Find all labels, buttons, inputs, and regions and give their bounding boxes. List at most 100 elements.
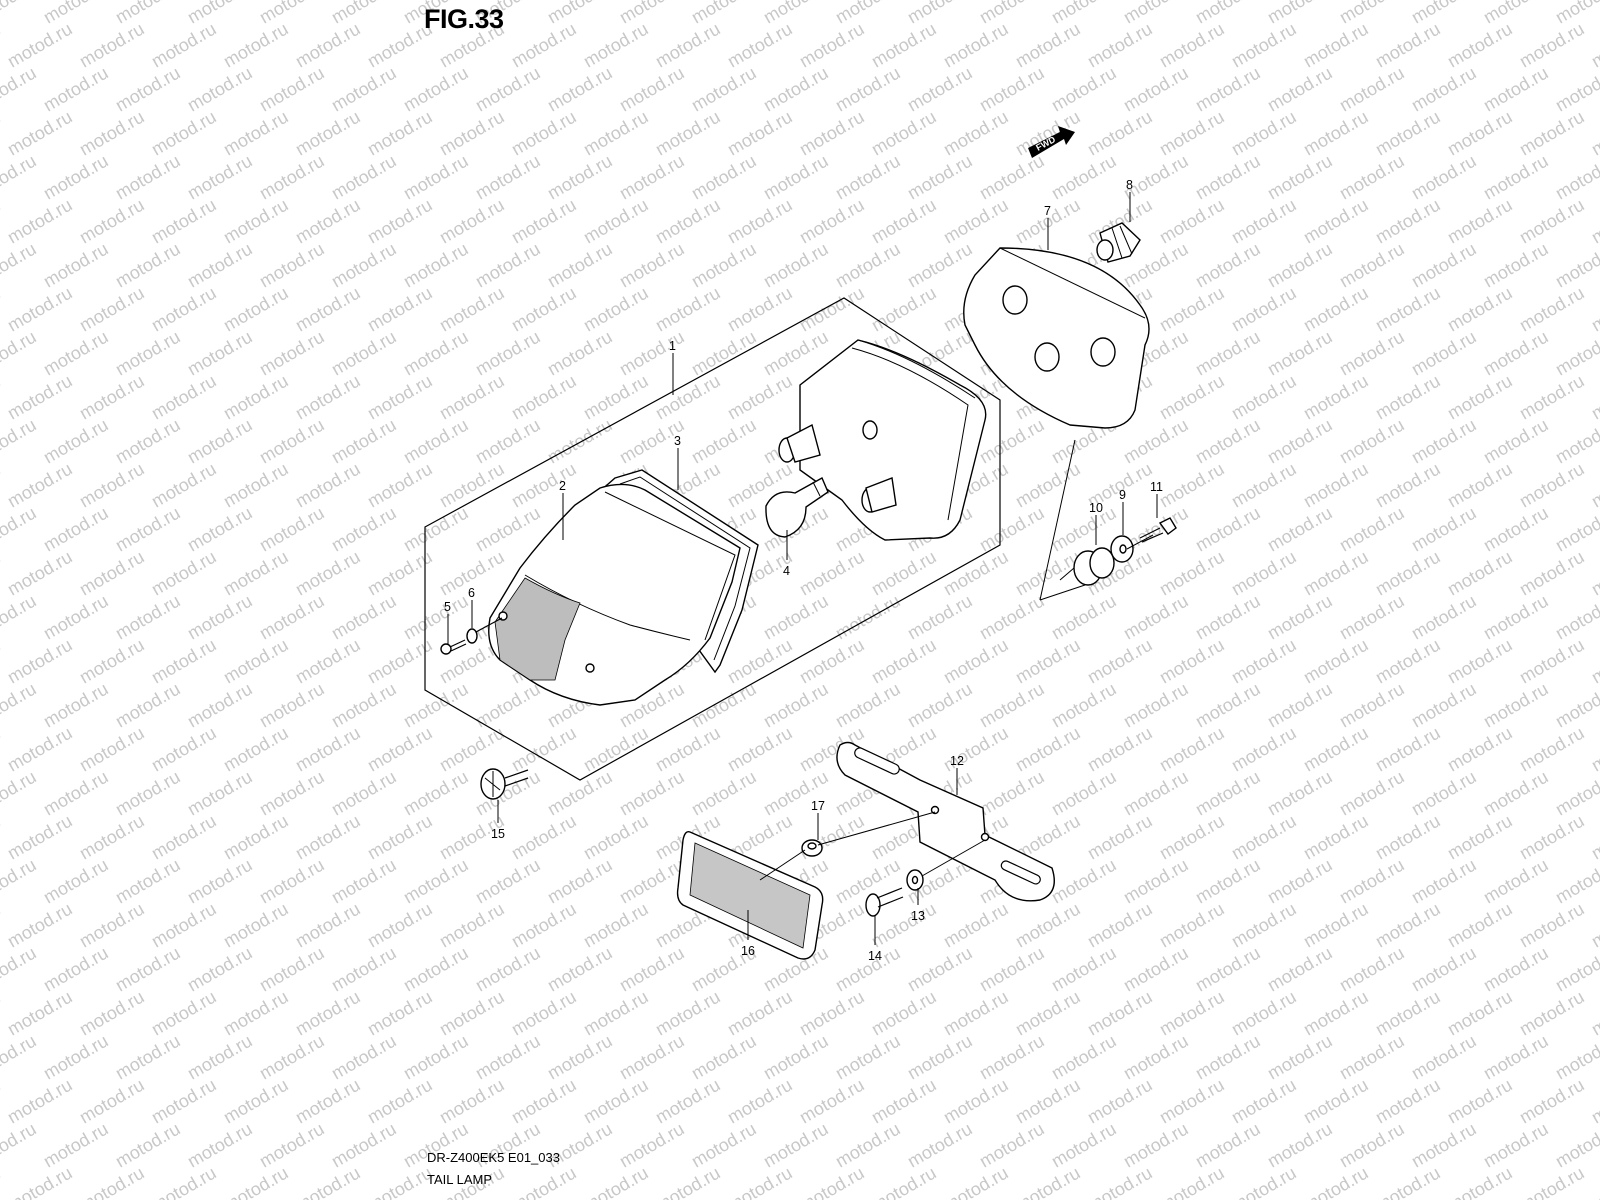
watermark-text: motod.ru [328,591,400,644]
nut-17 [801,839,823,857]
watermark-text: motod.ru [436,459,508,512]
watermark-text: motod.ru [724,723,796,776]
watermark-text: motod.ru [508,283,580,336]
watermark-text: motod.ru [1408,503,1480,556]
watermark-text: motod.ru [184,503,256,556]
watermark-text: motod.ru [1516,635,1588,688]
watermark-text: motod.ru [1120,679,1192,732]
watermark-text: motod.ru [1480,943,1552,996]
reflector [676,830,824,960]
watermark-text: motod.ru [1300,899,1372,952]
watermark-text: motod.ru [148,899,220,952]
watermark-text: motod.ru [508,107,580,160]
watermark-text: motod.ru [4,547,76,600]
watermark-text: motod.ru [400,767,472,820]
watermark-text: motod.ru [508,1075,580,1128]
watermark-text: motod.ru [976,63,1048,116]
watermark-text: motod.ru [0,195,4,248]
watermark-text: motod.ru [40,1031,112,1084]
watermark-text: motod.ru [220,899,292,952]
watermark-text: motod.ru [328,767,400,820]
callout-14: 14 [868,949,882,963]
watermark-text: motod.ru [1516,1075,1588,1128]
watermark-text: motod.ru [580,987,652,1040]
watermark-text: motod.ru [256,63,328,116]
watermark-text: motod.ru [184,591,256,644]
watermark-text: motod.ru [760,63,832,116]
watermark-text: motod.ru [400,327,472,380]
callout-4: 4 [783,564,790,578]
watermark-text: motod.ru [364,987,436,1040]
watermark-text: motod.ru [256,767,328,820]
watermark-text: motod.ru [868,283,940,336]
watermark-text: motod.ru [1336,679,1408,732]
watermark-text: motod.ru [1336,503,1408,556]
watermark-text: motod.ru [40,0,112,27]
watermark-text: motod.ru [292,19,364,72]
watermark-text: motod.ru [292,635,364,688]
assembly-box-outline [424,297,1001,781]
watermark-text: motod.ru [580,1163,652,1200]
watermark-text: motod.ru [904,239,976,292]
watermark-text: motod.ru [1156,1163,1228,1200]
watermark-text: motod.ru [4,1163,76,1200]
watermark-text: motod.ru [976,943,1048,996]
watermark-text: motod.ru [1588,987,1600,1040]
watermark-text: motod.ru [472,1031,544,1084]
watermark-text: motod.ru [1120,1119,1192,1172]
watermark-text: motod.ru [1408,151,1480,204]
watermark-text: motod.ru [184,63,256,116]
watermark-text: motod.ru [1084,1163,1156,1200]
washer-13 [906,839,986,891]
watermark-text: motod.ru [400,1031,472,1084]
watermark-text: motod.ru [328,327,400,380]
callout-2: 2 [559,479,566,493]
screw-11 [1139,517,1177,543]
watermark-text: motod.ru [616,1119,688,1172]
watermark-text: motod.ru [184,0,256,27]
watermark-text: motod.ru [940,1163,1012,1200]
watermark-text: motod.ru [1048,63,1120,116]
watermark-text: motod.ru [1516,899,1588,952]
watermark-text: motod.ru [292,811,364,864]
watermark-text: motod.ru [508,899,580,952]
watermark-text: motod.ru [364,459,436,512]
watermark-text: motod.ru [1012,987,1084,1040]
watermark-text: motod.ru [1480,503,1552,556]
watermark-text: motod.ru [1516,195,1588,248]
watermark-text: motod.ru [1156,1075,1228,1128]
watermark-text: motod.ru [1228,811,1300,864]
watermark-text: motod.ru [220,107,292,160]
watermark-text: motod.ru [4,635,76,688]
watermark-text: motod.ru [1372,899,1444,952]
watermark-text: motod.ru [1588,459,1600,512]
watermark-text: motod.ru [616,327,688,380]
watermark-text: motod.ru [328,855,400,908]
watermark-text: motod.ru [1156,635,1228,688]
watermark-text: motod.ru [76,723,148,776]
watermark-text: motod.ru [184,327,256,380]
watermark-text: motod.ru [1300,811,1372,864]
watermark-text: motod.ru [832,1119,904,1172]
watermark-text: motod.ru [256,415,328,468]
watermark-text: motod.ru [796,195,868,248]
watermark-text: motod.ru [1516,371,1588,424]
watermark-text: motod.ru [1012,19,1084,72]
watermark-text: motod.ru [868,1075,940,1128]
watermark-text: motod.ru [1048,1119,1120,1172]
watermark-text: motod.ru [544,767,616,820]
watermark-text: motod.ru [4,459,76,512]
watermark-text: motod.ru [796,19,868,72]
watermark-text: motod.ru [724,987,796,1040]
watermark-text: motod.ru [4,987,76,1040]
watermark-text: motod.ru [256,591,328,644]
watermark-text: motod.ru [0,107,4,160]
watermark-text: motod.ru [1192,591,1264,644]
watermark-text: motod.ru [148,283,220,336]
watermark-text: motod.ru [112,415,184,468]
watermark-text: motod.ru [112,591,184,644]
figure-title: FIG.33 [424,4,504,34]
callout-7: 7 [1044,204,1051,218]
watermark-text: motod.ru [724,283,796,336]
watermark-text: motod.ru [1228,723,1300,776]
